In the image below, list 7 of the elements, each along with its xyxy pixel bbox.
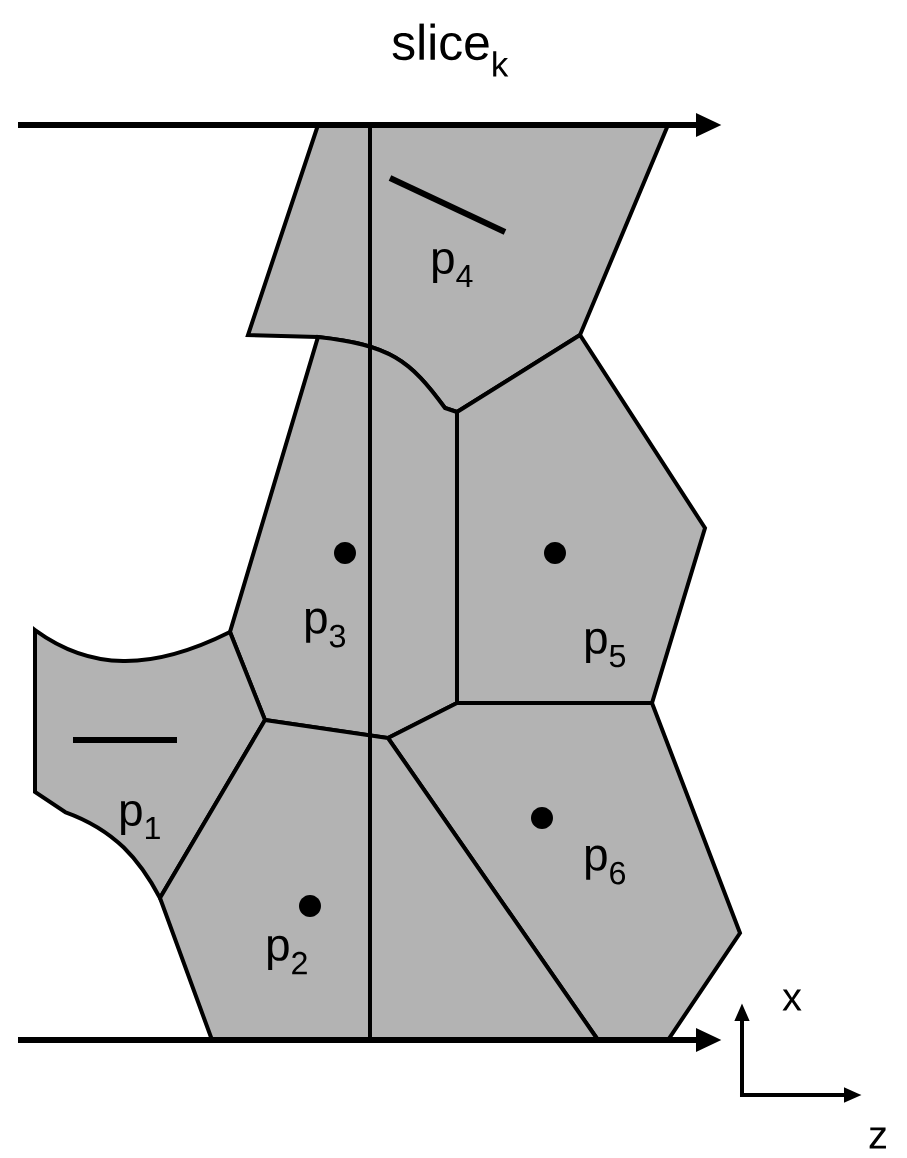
voronoi-cell: p$_{4}$ bbox=[246, 123, 670, 414]
voronoi-cell: p$_{1}$ bbox=[33, 628, 267, 900]
title: slice$_{k}$ bbox=[392, 23, 509, 77]
axis-label: z bbox=[869, 1127, 886, 1149]
voronoi-cell: p$_{5}$ bbox=[455, 332, 708, 705]
voronoi-cell: p$_{3}$ bbox=[228, 335, 459, 740]
axis-label: x bbox=[782, 989, 802, 1011]
